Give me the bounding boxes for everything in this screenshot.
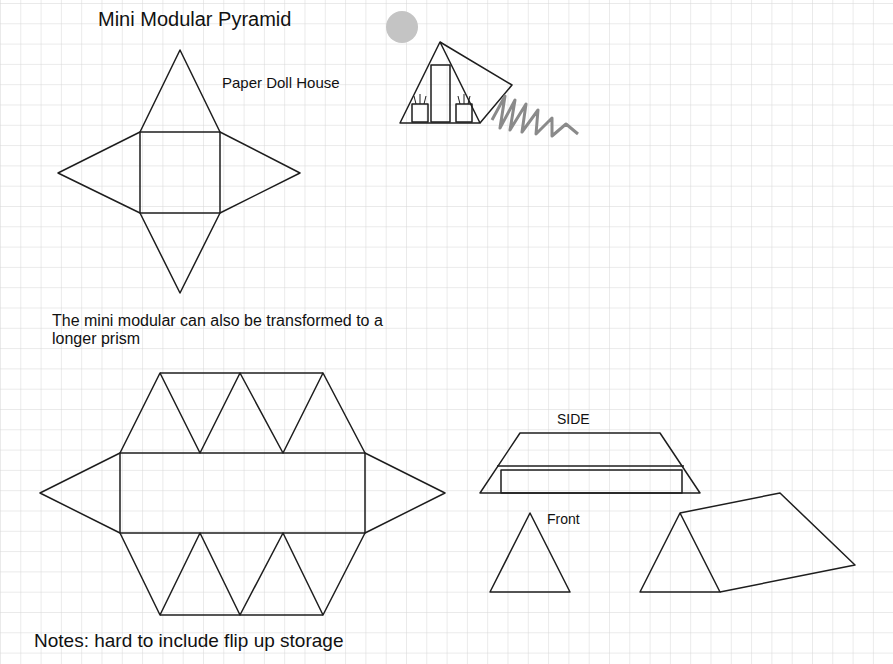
house-label: Paper Doll House — [222, 74, 340, 91]
shading-scribble — [492, 96, 578, 136]
side-view — [480, 433, 700, 493]
view-label: Front — [547, 511, 580, 527]
prism-net — [40, 373, 445, 615]
prism-3d — [640, 493, 855, 592]
view-label: SIDE — [557, 411, 590, 427]
doll-house — [400, 42, 512, 123]
prism-note: The mini modular can also be transformed… — [52, 312, 412, 349]
grey-dot — [386, 11, 418, 43]
sketch-title: Mini Modular Pyramid — [98, 8, 291, 31]
design-note: Notes: hard to include flip up storage — [34, 630, 343, 652]
